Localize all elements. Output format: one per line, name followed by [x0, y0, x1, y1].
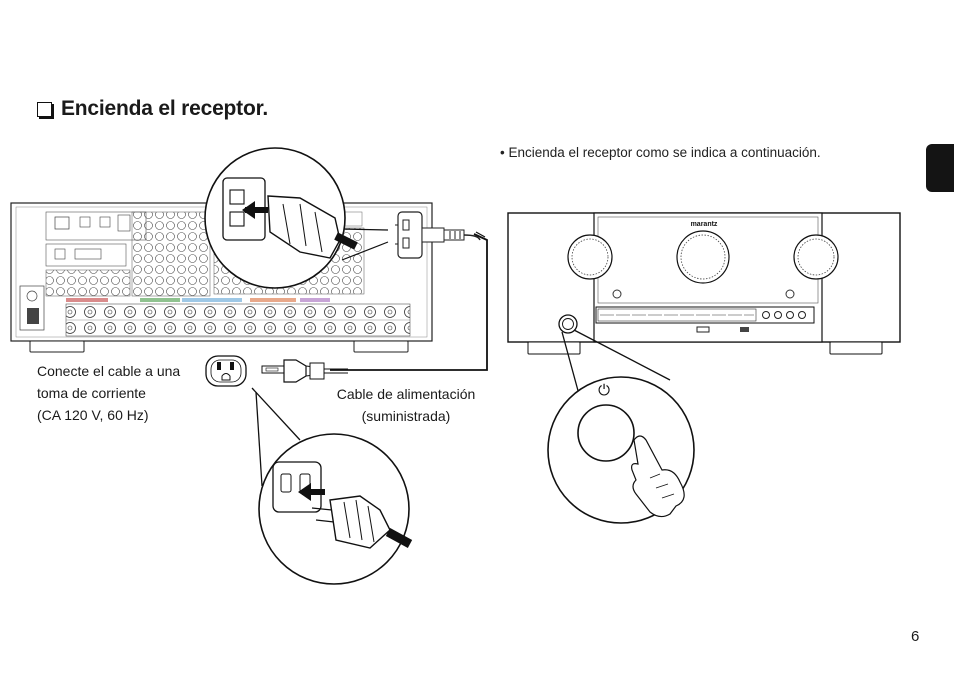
hand-pointer-icon [631, 435, 685, 518]
inlet-callout [204, 147, 389, 289]
page-number: 6 [911, 628, 920, 645]
receiver-front-panel [507, 212, 901, 355]
instruction-text: • Encienda el receptor como se indica a … [500, 145, 821, 160]
cable-label: Cable de alimentación (suministrada) [336, 386, 476, 424]
brand-logo: marantz [691, 221, 718, 228]
power-symbol-icon: ⏻ [598, 381, 610, 399]
section-heading: Encienda el receptor. [37, 97, 268, 121]
section-title: Encienda el receptor. [61, 97, 269, 120]
outlet-label: Conecte el cable a una toma de corriente… [37, 363, 181, 423]
receiver-rear-panel [10, 202, 433, 353]
outlet-callout [258, 433, 413, 585]
section-tab [926, 144, 954, 192]
checkbox-icon [37, 101, 52, 117]
iec-inlet-icon [421, 227, 481, 243]
power-outlet-icon [205, 355, 247, 387]
power-button-callout [547, 376, 695, 524]
power-plug-icon [261, 359, 348, 383]
